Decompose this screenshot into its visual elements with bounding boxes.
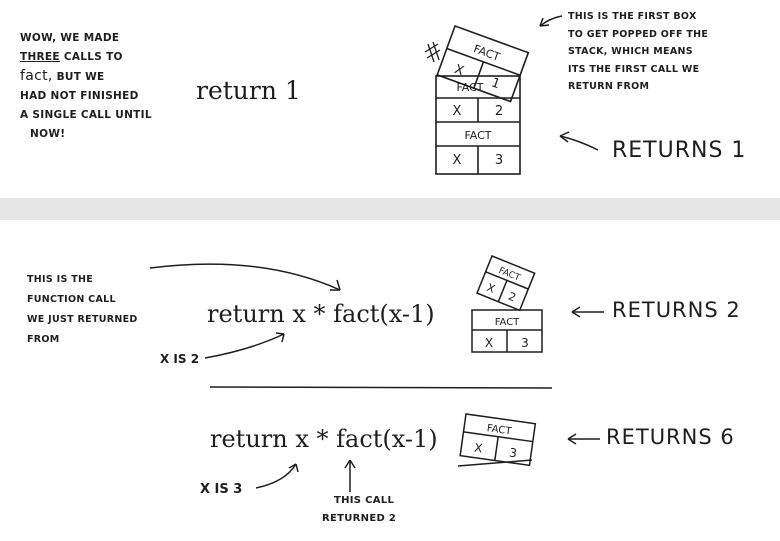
arrow-x-is-3 bbox=[255, 463, 299, 489]
step1-code: return x * fact(x-1) bbox=[207, 300, 435, 328]
top-note-emphasis: three bbox=[20, 51, 60, 63]
callout-line: stack, which means bbox=[568, 46, 693, 57]
top-note-word: but we bbox=[56, 71, 105, 83]
arrow-this-call bbox=[344, 459, 356, 492]
arrow-x-is-2 bbox=[204, 332, 285, 359]
top-return-code: return 1 bbox=[196, 76, 301, 105]
bottom-note-line: This is the bbox=[27, 274, 94, 285]
stack-box-label: FACT bbox=[486, 423, 513, 437]
call-note-line: returned 2 bbox=[322, 513, 397, 524]
top-note-line: fact, but we bbox=[20, 67, 190, 87]
bottom-note: This is the function call we just return… bbox=[27, 270, 187, 350]
stack-box-label: FACT bbox=[456, 81, 483, 94]
stack-box-label: FACT bbox=[464, 129, 491, 142]
bottom-note-line: we just returned bbox=[27, 314, 138, 325]
scratch-mark bbox=[424, 41, 441, 63]
step2-returns: RETURNS 6 bbox=[606, 425, 735, 449]
step2-x-note: x is 3 bbox=[200, 482, 243, 497]
stack-box-var: X bbox=[453, 104, 462, 119]
stack-box-var: X bbox=[485, 336, 493, 350]
arrow-returns-2 bbox=[571, 306, 604, 318]
stack-box-var: X bbox=[453, 153, 462, 168]
bottom-note-line: from bbox=[27, 334, 60, 345]
stack-box-value: 3 bbox=[508, 445, 518, 460]
stack-box-var: X bbox=[473, 441, 483, 456]
step2-box-underline bbox=[457, 459, 533, 467]
step2-call-note: this call returned 2 bbox=[322, 492, 396, 528]
callout-line: to get popped off the bbox=[568, 28, 709, 40]
stack-box-var: X bbox=[485, 281, 497, 296]
stack-box-value: 3 bbox=[521, 336, 529, 350]
arrow-to-stack bbox=[559, 131, 599, 151]
top-note-line: three calls to bbox=[20, 48, 190, 67]
arrow-returns-6 bbox=[567, 433, 600, 445]
arrow-to-popped bbox=[539, 15, 563, 27]
top-note: Wow, we made three calls to fact, but we… bbox=[20, 29, 190, 144]
top-callout: This is the first box to get popped off … bbox=[568, 8, 778, 96]
step1-stack-box bbox=[471, 309, 543, 353]
call-note-line: this call bbox=[334, 495, 395, 506]
stack-box-label: FACT bbox=[472, 42, 502, 64]
step1-popped-box: FACT X 2 bbox=[476, 255, 536, 312]
arrow-note-to-code bbox=[149, 263, 341, 291]
step2-code: return x * fact(x-1) bbox=[210, 425, 438, 453]
stack-column bbox=[435, 75, 521, 175]
stack-box-value: 2 bbox=[495, 104, 503, 119]
callout-line: its the first call we bbox=[568, 63, 700, 75]
stack-box-value: 3 bbox=[495, 153, 503, 168]
stack-box-value: 2 bbox=[506, 290, 517, 305]
step1-returns: RETURNS 2 bbox=[612, 298, 741, 322]
top-note-line: Wow, we made bbox=[20, 32, 120, 44]
top-panel: Wow, we made three calls to fact, but we… bbox=[0, 0, 780, 198]
top-note-line: a single call until bbox=[20, 109, 152, 121]
stack-box-label: FACT bbox=[495, 317, 520, 328]
top-returns: RETURNS 1 bbox=[612, 138, 747, 163]
bottom-note-line: function call bbox=[27, 294, 116, 305]
bottom-stack-diagram: FACT X 2 FACT X 3 FACT X 3 bbox=[149, 255, 604, 492]
top-note-line: now! bbox=[30, 128, 66, 140]
stack-box-value: 1 bbox=[489, 75, 502, 92]
step-separator bbox=[209, 386, 553, 389]
top-note-word: calls to bbox=[63, 51, 123, 63]
step2-stack-box: FACT X 3 bbox=[459, 413, 537, 467]
bottom-panel: This is the function call we just return… bbox=[0, 220, 780, 541]
callout-line: return from bbox=[568, 81, 650, 92]
top-note-fact: fact, bbox=[20, 68, 53, 84]
panel-divider bbox=[0, 198, 780, 220]
callout-line: This is the first box bbox=[568, 11, 697, 22]
top-stack-diagram: FACT X 1 FACT X 2 FACT X 3 bbox=[424, 15, 599, 175]
step1-x-note: x is 2 bbox=[160, 352, 200, 366]
top-note-line: had not finished bbox=[20, 90, 139, 102]
